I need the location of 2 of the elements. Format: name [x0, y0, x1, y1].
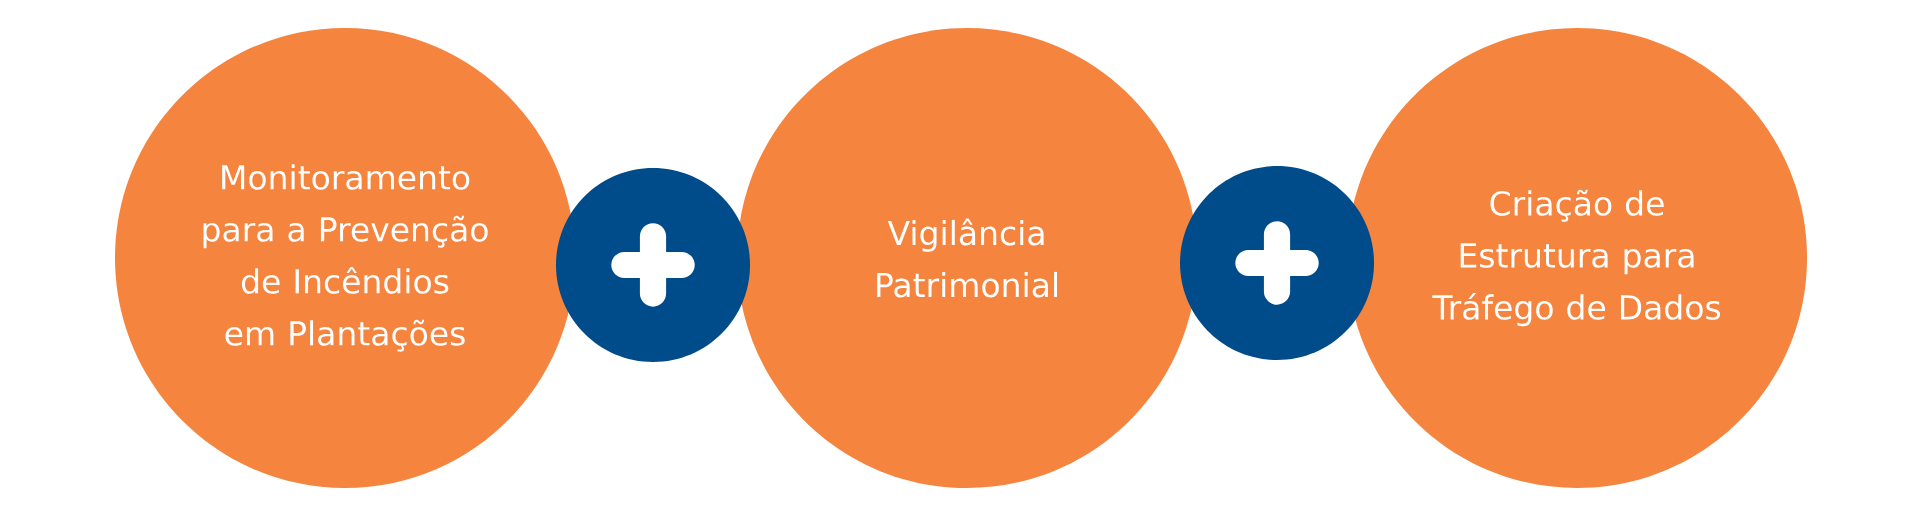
- plus-icon: [556, 168, 750, 362]
- plus-icon: [1180, 166, 1374, 360]
